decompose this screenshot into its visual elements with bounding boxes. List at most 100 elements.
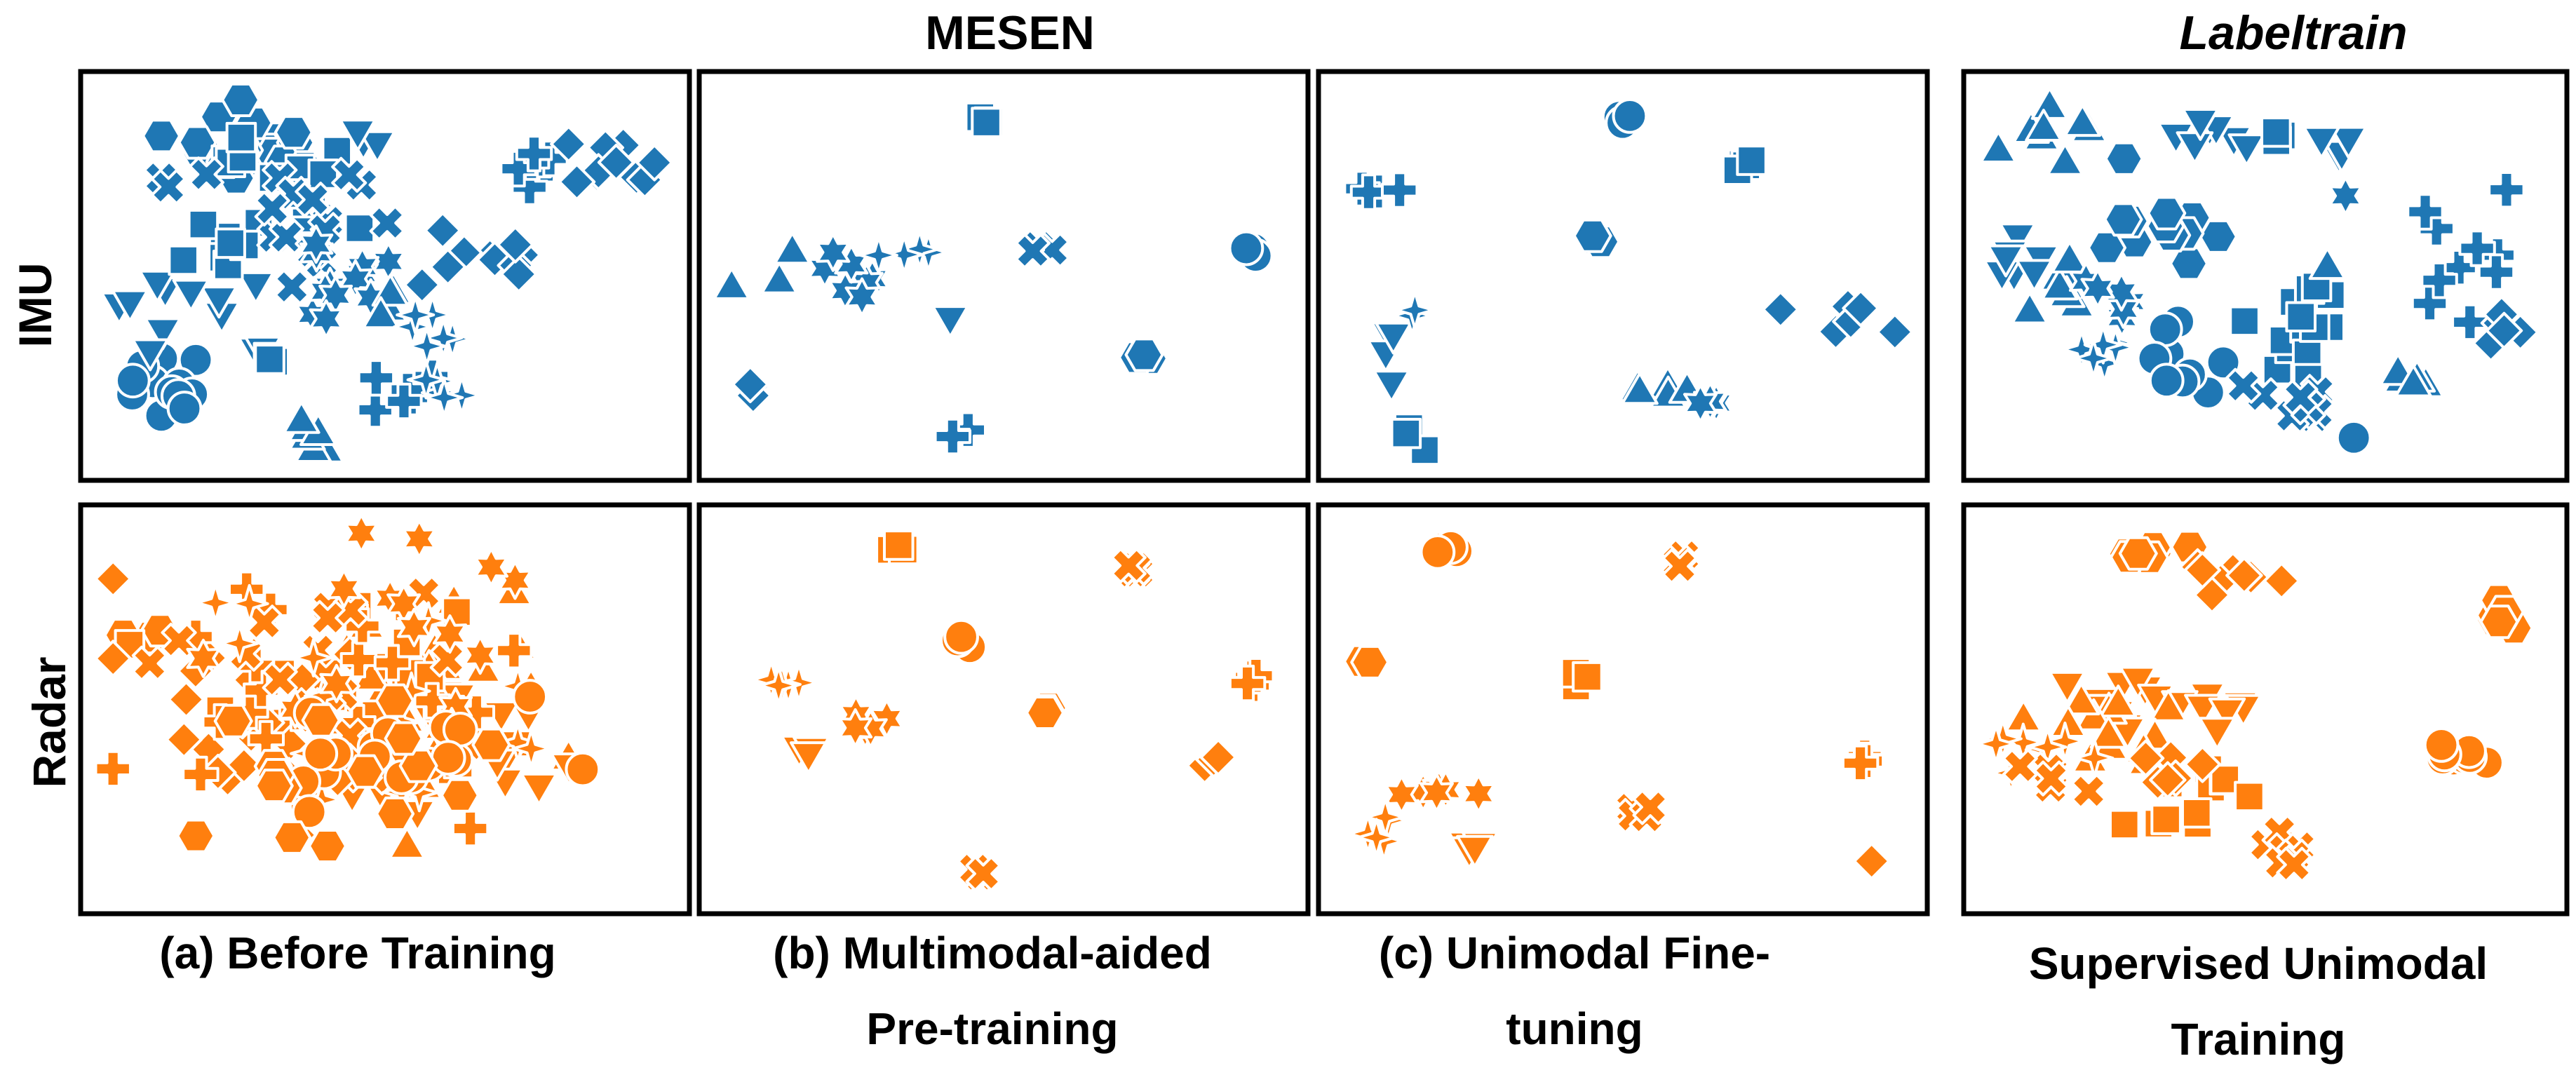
scatter-point-triangle-up [2099,684,2137,718]
scatter-point-diamond [167,680,205,719]
scatter-point-plus [373,644,412,682]
scatter-point-hexagon [384,721,424,756]
scatter-point-star4 [220,623,259,663]
panel-frame-radar-finetune [1316,502,1930,917]
scatter-point-hexagon [440,778,480,813]
scatter-point-diamond [1842,289,1880,327]
scatter-point-x [1110,548,1147,584]
scatter-point-hexagon [375,796,415,831]
scatter-point-square [1572,661,1603,693]
scatter-point-hexagon [308,829,347,863]
scatter-point-hexagon [177,125,217,160]
scatter-point-hexagon [176,818,216,853]
scatter-point-diamond [2263,562,2300,600]
scatter-point-star4 [498,722,538,762]
scatter-point-star6 [463,635,498,675]
scatter-point-star4 [1976,724,2016,764]
scatter-point-triangle-down [111,289,149,323]
scatter-point-star4 [900,229,940,269]
scatter-point-hexagon [254,769,294,804]
scatter-point-x [2282,379,2319,416]
scatter-point-circle [2147,311,2183,347]
scatter-point-triangle-up [362,296,400,330]
scatter-point-x [309,600,346,636]
scatter-point-hexagon [398,748,438,783]
scatter-point-square [254,344,285,375]
scatter-point-diamond [2485,311,2523,350]
scatter-point-circle [943,618,979,655]
panel-frame-radar-pretrain [696,502,1311,917]
scatter-point-triangle-down [144,317,182,351]
scatter-point-square [882,529,915,561]
panel-radar-pretrain [696,502,1311,917]
scatter-point-triangle-up [2025,109,2063,142]
scatter-point-plus [1237,657,1275,695]
scatter-point-star6 [326,569,361,609]
scatter-point-triangle-down [1373,370,1410,403]
scatter-point-triangle-up [388,826,426,860]
scatter-point-diamond [500,255,538,293]
row-label-radar: Radar [23,656,75,788]
scatter-point-star4 [424,378,464,417]
scatter-point-hexagon [142,119,182,154]
scatter-point-plus [357,359,396,397]
scatter-point-star6 [816,232,851,272]
panel-frame-radar-supervised [1961,502,2570,917]
scatter-point-circle [430,740,466,776]
scatter-point-x [1661,548,1698,585]
caption-b-line1: (b) Multimodal-aided [773,928,1212,978]
scatter-point-star6 [473,547,508,587]
scatter-point-triangle-down [131,338,169,372]
scatter-point-diamond [94,560,132,598]
scatter-point-star6 [309,299,344,339]
scatter-point-diamond [497,226,534,264]
scatter-point-x [274,269,310,305]
scatter-point-diamond [1876,313,1914,351]
scatter-point-diamond [2193,576,2231,614]
scatter-point-triangle-up [713,267,750,300]
scatter-point-x [2002,748,2038,785]
scatter-point-star6 [1384,775,1419,815]
scatter-point-diamond [2225,556,2263,595]
scatter-point-diamond [94,640,132,677]
scatter-point-star6 [344,513,379,553]
scatter-point-square [215,227,246,259]
scatter-point-diamond [1762,290,1800,328]
scatter-point-triangle-down [2181,108,2220,141]
scatter-point-square [2260,116,2292,148]
scatter-point-star4 [1395,290,1435,330]
scatter-point-square [2108,809,2140,841]
scatter-point-triangle-down [520,772,558,806]
scatter-point-hexagon [2087,230,2126,265]
scatter-point-hexagon [2169,246,2209,281]
scatter-point-star6 [838,708,873,748]
scatter-point-x [295,182,331,218]
scatter-point-hexagon [2104,141,2144,176]
caption-d-line2: Training [2171,1014,2346,1064]
scatter-point-star6 [396,607,431,647]
points-imu-before [100,82,673,464]
scatter-point-star4 [2074,339,2113,378]
scatter-point-diamond [1199,738,1237,776]
scatter-point-square [2150,804,2182,835]
scatter-point-triangle-down [790,741,828,774]
scatter-point-circle [2335,419,2372,456]
scatter-point-triangle-up [2062,682,2100,716]
scatter-point-plus [2406,193,2444,231]
scatter-point-triangle-up [2089,715,2128,749]
scatter-point-triangle-down [2227,133,2266,167]
scatter-point-hexagon [375,683,414,718]
points-radar-pretrain [751,529,1275,893]
scatter-point-x [254,190,290,227]
scatter-point-plus [2477,253,2516,291]
scatter-point-star6 [319,663,354,703]
scatter-point-star4 [1356,818,1396,858]
scatter-point-triangle-down [2176,131,2214,165]
scatter-point-diamond [1853,842,1891,880]
scatter-point-triangle-down [200,285,238,319]
points-radar-finetune [1343,529,1891,880]
scatter-point-diamond [597,143,635,182]
scatter-point-diamond [2183,745,2222,783]
scatter-point-plus [385,382,423,421]
scatter-point-triangle-up [2394,364,2432,398]
